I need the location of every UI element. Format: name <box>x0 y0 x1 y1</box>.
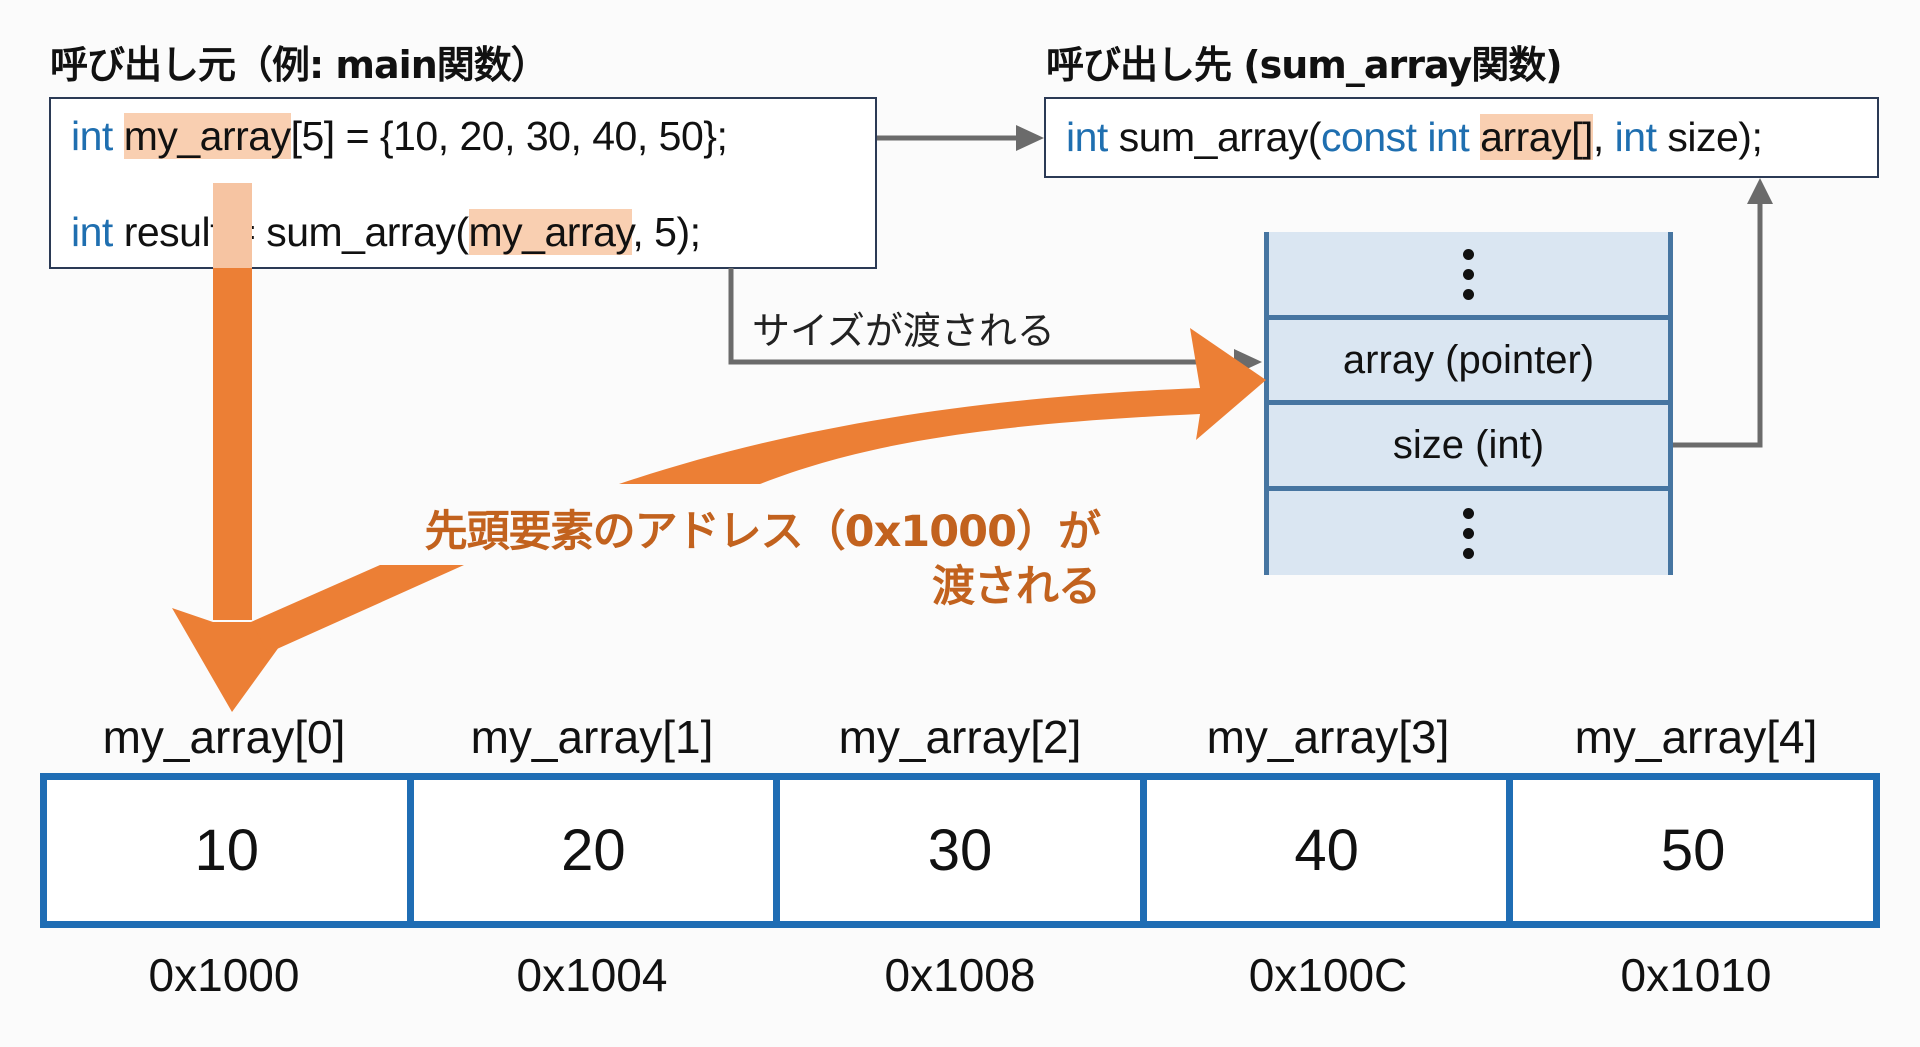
array-element-label: my_array[2] <box>838 711 1082 763</box>
array-memory-block: 10 20 30 40 50 <box>40 773 1880 928</box>
code-text: [5] = {10, 20, 30, 40, 50}; <box>290 113 728 159</box>
stack-row-ellipsis-top <box>1269 232 1668 317</box>
highlight-my-array-arg: my_array <box>468 209 633 255</box>
stack-row-size-int: size (int) <box>1392 423 1545 467</box>
array-element-label: my_array[3] <box>1206 711 1450 763</box>
size-passed-label: サイズが渡される <box>752 309 1055 353</box>
address-passed-label-line2: 渡される <box>932 562 1101 612</box>
array-address: 0x1008 <box>884 949 1036 1001</box>
array-cell: 50 <box>1660 818 1726 883</box>
array-element-label: my_array[0] <box>102 711 346 763</box>
keyword-int: int <box>71 113 113 159</box>
caller-title: 呼び出し元（例: main関数） <box>50 43 549 87</box>
call-arrow <box>877 125 1044 151</box>
vertical-ellipsis-icon <box>1463 507 1474 559</box>
callee-code-box: int sum_array(const int array[], int siz… <box>1044 97 1879 178</box>
array-element-label: my_array[1] <box>470 711 714 763</box>
function-name: sum_array( <box>1118 114 1322 160</box>
caller-code-box: int my_array[5] = {10, 20, 30, 40, 50}; … <box>49 97 877 269</box>
highlight-array-param: array[] <box>1480 114 1593 160</box>
keyword-int: int <box>1066 114 1108 160</box>
array-cell: 20 <box>414 780 781 921</box>
keyword-int: int <box>1614 114 1657 160</box>
array-cell: 40 <box>1147 780 1514 921</box>
stack-row-ellipsis-bottom <box>1269 491 1668 575</box>
stack-row-array-pointer: array (pointer) <box>1342 337 1595 382</box>
stack-frame: array (pointer) size (int) <box>1264 232 1673 575</box>
array-element-label: my_array[4] <box>1574 711 1818 763</box>
code-text: size); <box>1667 114 1763 160</box>
vertical-ellipsis-icon <box>1463 249 1474 300</box>
array-cell: 30 <box>780 780 1147 921</box>
keyword-const-int: const int <box>1321 114 1470 160</box>
array-cell: 10 <box>47 780 414 921</box>
array-address: 0x1010 <box>1620 949 1772 1001</box>
address-band-upper-arrow <box>619 328 1266 484</box>
stack-divider <box>1269 400 1668 405</box>
array-address: 0x1000 <box>148 949 300 1001</box>
callee-title: 呼び出し先 (sum_array関数) <box>1046 43 1563 87</box>
code-line-signature: int sum_array(const int array[], int siz… <box>1066 114 1763 161</box>
stack-divider <box>1269 486 1668 491</box>
code-text: , 5); <box>632 209 701 255</box>
array-address: 0x1004 <box>516 949 668 1001</box>
arrow-origin-highlight <box>213 183 252 268</box>
address-passed-label-line1: 先頭要素のアドレス（0x1000）が <box>424 507 1101 557</box>
address-band-lower <box>251 565 464 653</box>
code-text: result = sum_array( <box>123 209 469 255</box>
array-address: 0x100C <box>1248 949 1408 1001</box>
stack-divider <box>1269 315 1668 320</box>
code-text: , <box>1592 114 1604 160</box>
highlight-my-array: my_array <box>123 113 291 159</box>
code-line-array-decl: int my_array[5] = {10, 20, 30, 40, 50}; <box>71 113 728 160</box>
code-line-call: int result = sum_array(my_array, 5); <box>71 209 701 256</box>
size-to-param-arrow <box>1673 178 1773 448</box>
keyword-int: int <box>71 209 113 255</box>
